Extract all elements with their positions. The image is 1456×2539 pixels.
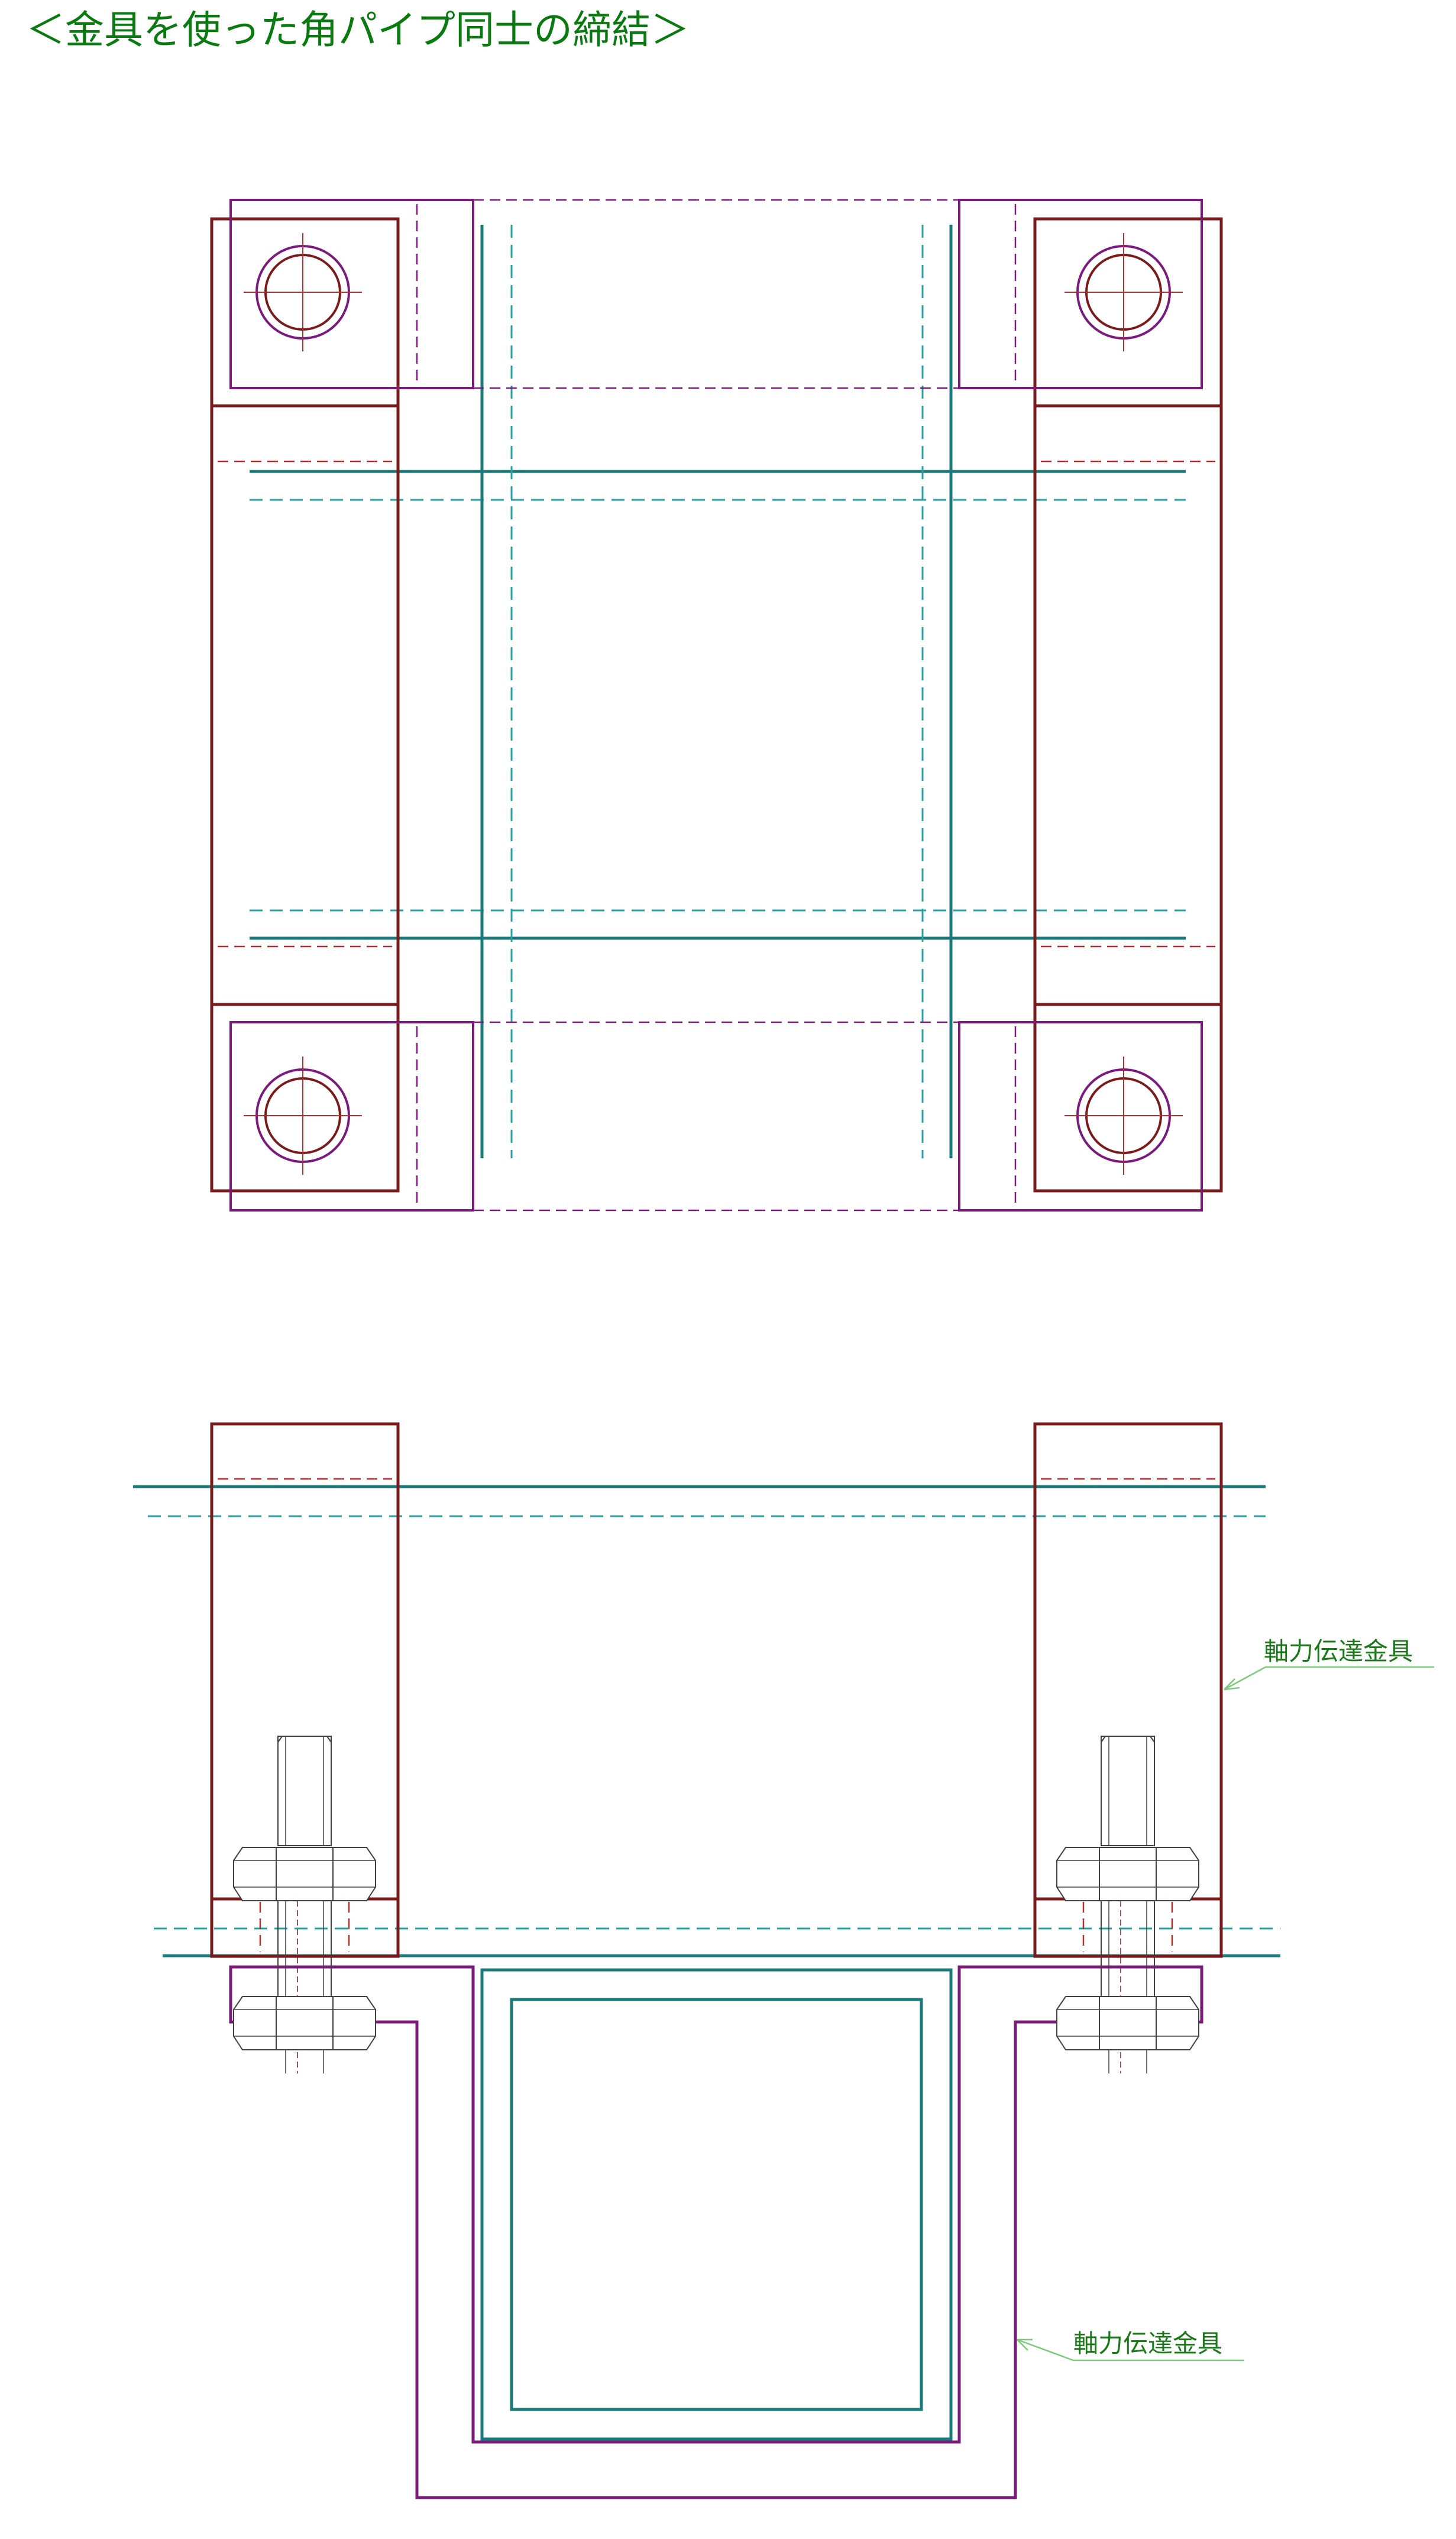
top-view-pipe-vertical	[480, 225, 953, 1158]
front-view-pipe-section	[480, 1968, 953, 2441]
front-view-bracket-hidden-lines	[218, 1478, 1215, 1952]
bolt-hole-top-left	[242, 232, 363, 353]
leader-line-bottom	[1017, 2338, 1244, 2362]
bolt-left	[233, 1736, 376, 2074]
bolt-right	[1056, 1736, 1199, 2074]
bolt-hole-top-right	[1063, 232, 1184, 353]
label-axial-force-fitting-bottom: 軸力伝達金具	[1073, 2329, 1223, 2358]
top-view-bracket-hidden-lines	[218, 460, 1215, 948]
front-view	[133, 1422, 1434, 2499]
top-view-fitting-top	[229, 199, 1203, 389]
front-view-fitting	[229, 1965, 1203, 2499]
page-title: ＜金具を使った角パイプ同士の締結＞	[26, 7, 690, 53]
top-view-fitting-bottom	[229, 1021, 1203, 1212]
bolt-hole-bottom-right	[1063, 1055, 1184, 1176]
top-view-bracket-left	[210, 217, 400, 1193]
top-view-pipe-horizontal	[250, 470, 1186, 940]
top-view-bracket-right	[1033, 217, 1223, 1193]
top-view	[210, 199, 1223, 1212]
label-axial-force-fitting-top: 軸力伝達金具	[1264, 1637, 1413, 1666]
leader-line-top	[1224, 1666, 1434, 1691]
bolt-hole-bottom-left	[242, 1055, 363, 1176]
